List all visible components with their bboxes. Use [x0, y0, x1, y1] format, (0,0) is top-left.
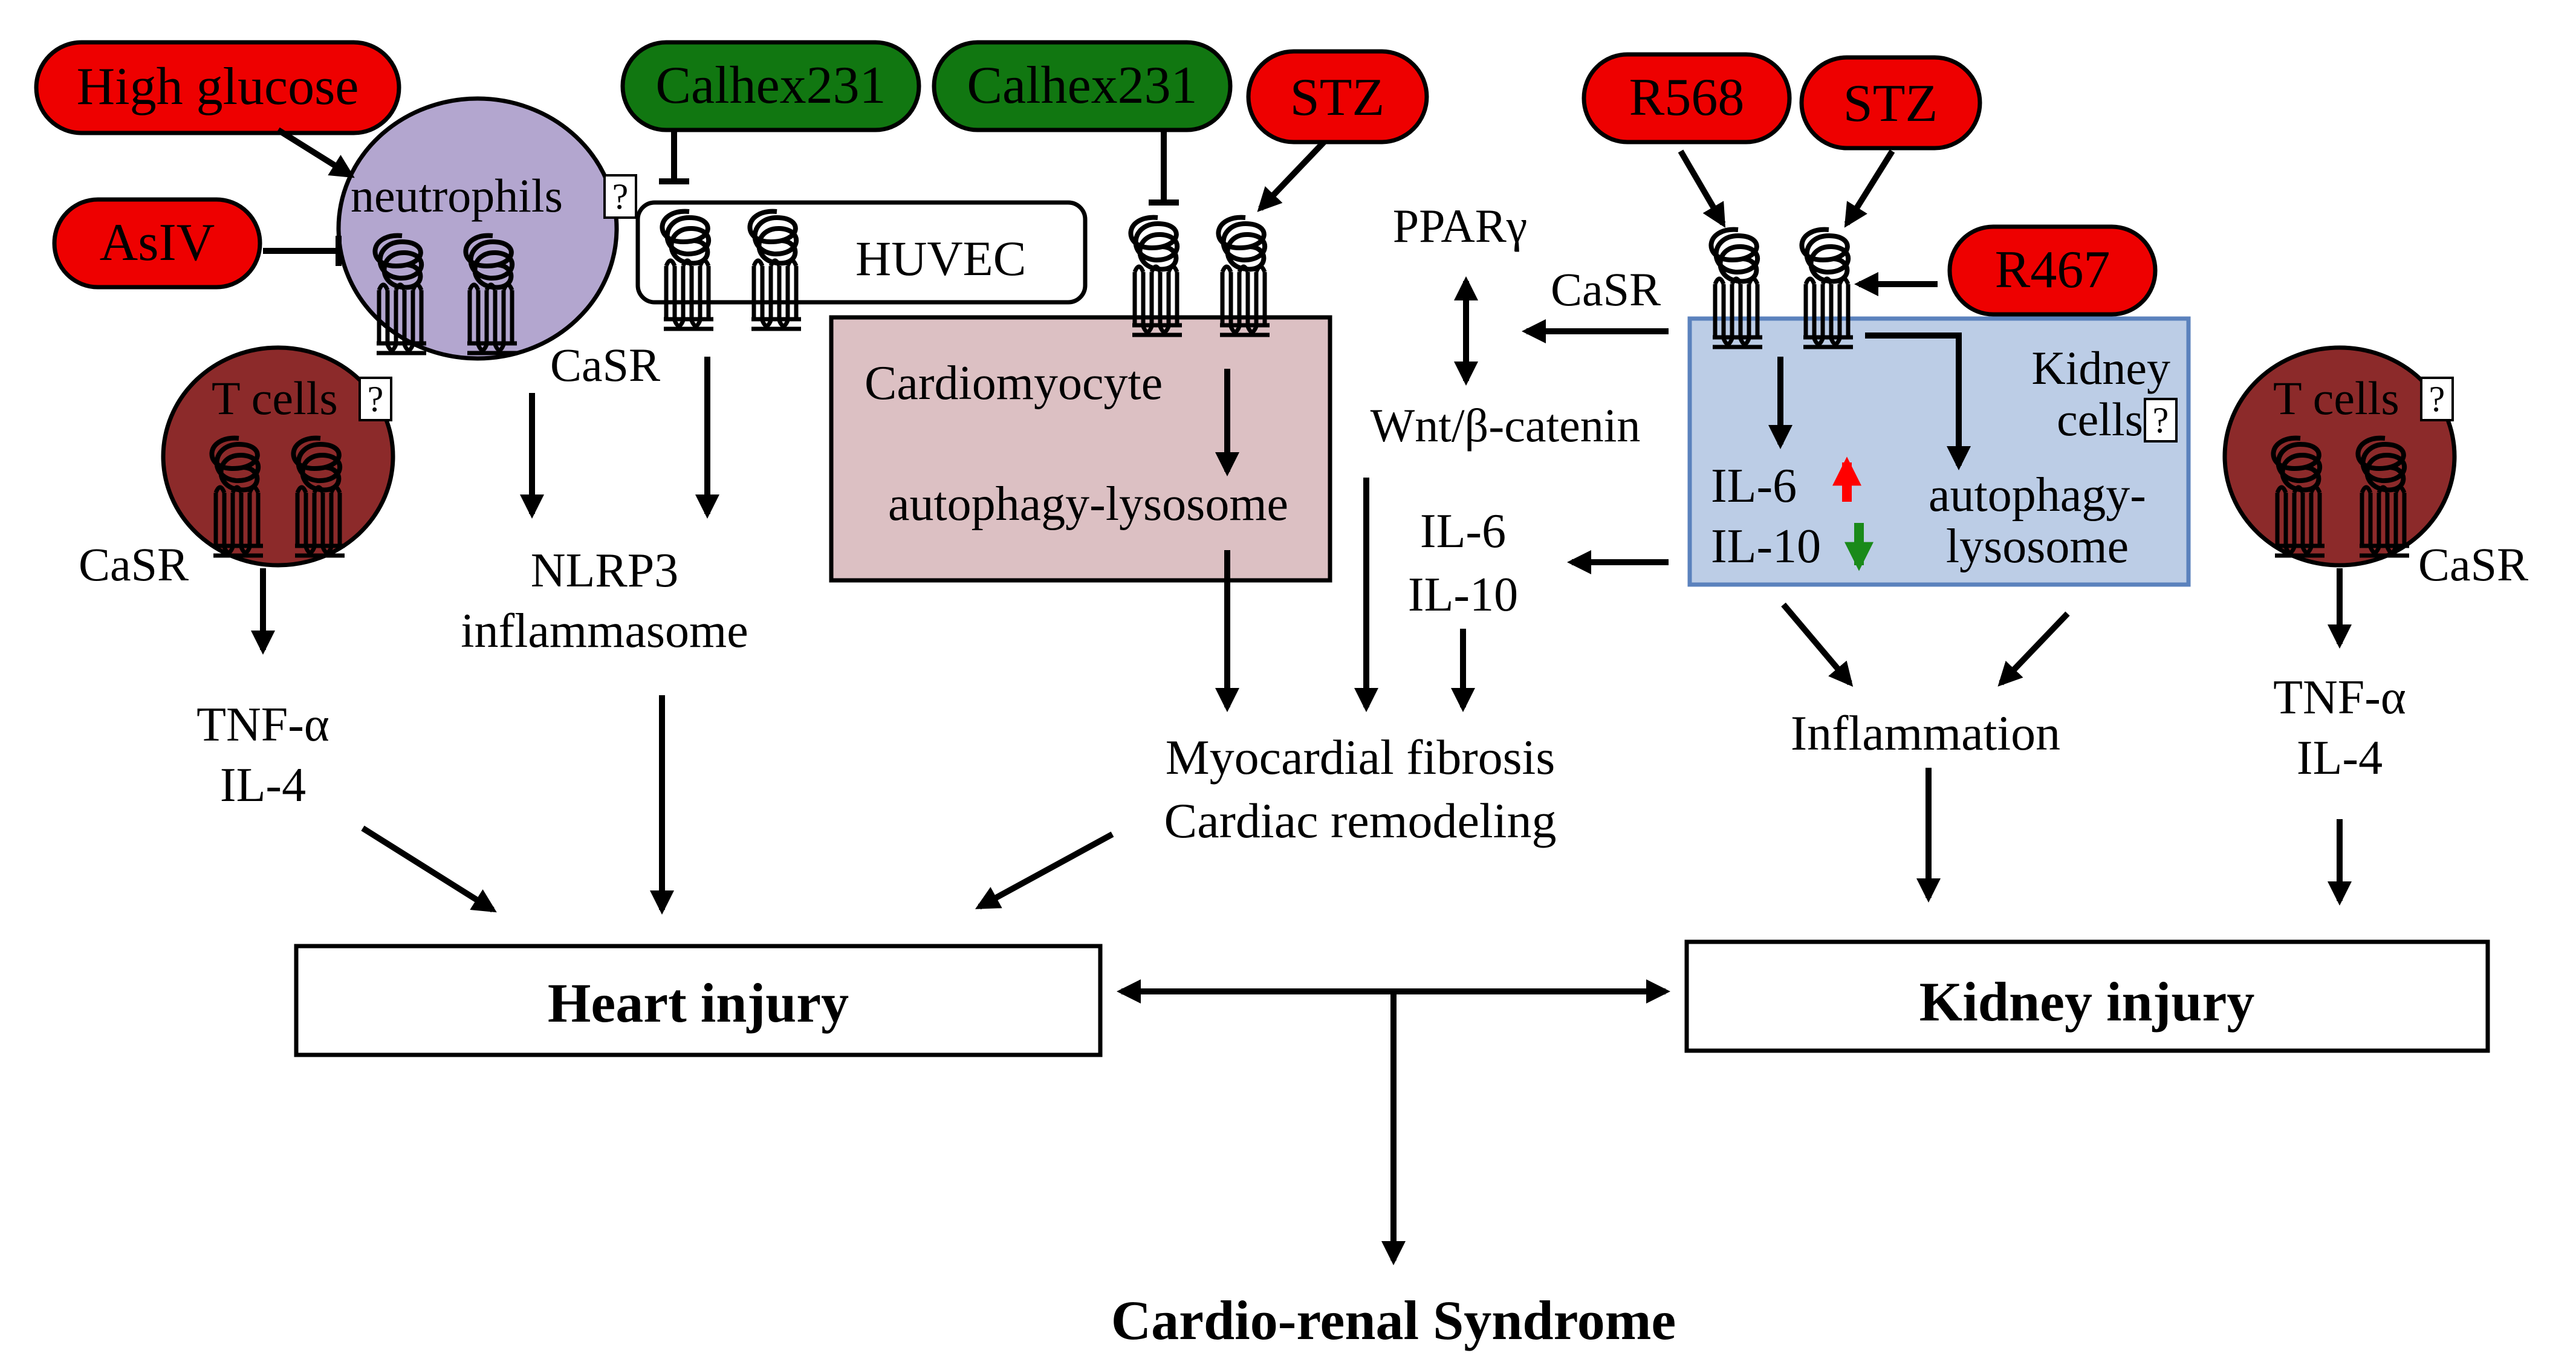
casr-t-right-label: CaSR: [2418, 538, 2528, 591]
nlrp3-label: NLRP3: [531, 544, 679, 597]
ppar-label: PPARγ: [1393, 199, 1527, 252]
autophagy-cardio-label: autophagy-lysosome: [888, 478, 1288, 531]
t-cell-left: [161, 345, 395, 568]
calhex231-left-pill: Calhex231: [620, 40, 921, 132]
inflammasome-label: inflammasome: [461, 605, 748, 658]
t-cells-right-unknown-badge: ?: [2420, 377, 2454, 421]
svg-text:Calhex231: Calhex231: [967, 56, 1197, 115]
wnt-label: Wnt/β-catenin: [1371, 399, 1641, 452]
svg-text:High glucose: High glucose: [77, 57, 359, 116]
neutrophils-unknown-badge: ?: [603, 174, 637, 219]
svg-text:STZ: STZ: [1290, 68, 1384, 127]
svg-text:?: ?: [2153, 400, 2169, 440]
svg-text:?: ?: [368, 379, 384, 419]
casr-t-left-label: CaSR: [79, 538, 189, 591]
cardio-renal-syndrome-label: Cardio-renal Syndrome: [1111, 1289, 1676, 1351]
il6-kidney-label: IL-6: [1711, 459, 1797, 513]
glucose-to-neutrophil-arrow: [276, 127, 355, 178]
kidney-injury-box: Kidney injury: [1684, 939, 2490, 1053]
casr-kidney-label: CaSR: [1551, 263, 1661, 316]
autophagy-kidney-label: autophagy-: [1929, 469, 2146, 522]
stz-to-kidney-arrow: [1844, 149, 1895, 228]
il10-kidney-label: IL-10: [1711, 520, 1821, 573]
il-to-inflammation-arrow: [1781, 602, 1854, 687]
casr-neutrophil-label: CaSR: [550, 339, 660, 391]
stz-right-pill: STZ: [1799, 55, 1982, 151]
r467-pill: R467: [1947, 224, 2158, 317]
inflammation-label: Inflammation: [1791, 705, 2060, 760]
svg-text:Heart injury: Heart injury: [548, 972, 849, 1034]
t-cells-left-unknown-badge: ?: [358, 377, 392, 421]
stz-to-cardio-arrow: [1257, 140, 1326, 212]
casr-to-kidney-autophagy-arrow: [1865, 332, 1971, 470]
t-cells-right-label: T cells: [2273, 372, 2399, 424]
tnf-left-to-heart-arrow: [361, 825, 497, 913]
tnf-right-label: TNF-α: [2273, 671, 2406, 724]
r568-pill: R568: [1582, 52, 1792, 144]
il6-mid-label: IL-6: [1420, 505, 1506, 558]
t-cells-left-label: T cells: [212, 372, 338, 424]
asiv-pill: AsIV: [52, 197, 262, 290]
kidney-cells-box: [1687, 316, 2191, 587]
high-glucose-pill: High glucose: [34, 40, 401, 135]
neutrophil-cell: [336, 96, 619, 361]
huvec-label: HUVEC: [855, 231, 1026, 286]
svg-text:?: ?: [2429, 379, 2445, 419]
cardiac-remodeling-label: Cardiac remodeling: [1164, 793, 1557, 848]
r568-to-casr-arrow: [1678, 149, 1726, 228]
cardiomyocyte-label: Cardiomyocyte: [865, 357, 1163, 410]
svg-text:STZ: STZ: [1843, 74, 1938, 133]
cardiomyocyte-box: [829, 315, 1332, 583]
heart-injury-box: Heart injury: [294, 944, 1103, 1057]
myocardial-fibrosis-label: Myocardial fibrosis: [1166, 730, 1555, 785]
svg-text:Calhex231: Calhex231: [655, 56, 886, 115]
calhex231-mid-pill: Calhex231: [932, 40, 1233, 132]
svg-text:Kidney injury: Kidney injury: [1919, 971, 2255, 1033]
fibrosis-to-heart-arrow: [975, 831, 1114, 910]
svg-text:AsIV: AsIV: [100, 213, 215, 272]
svg-text:R568: R568: [1629, 68, 1745, 127]
stz-mid-pill: STZ: [1246, 49, 1429, 144]
il4-left-label: IL-4: [220, 759, 306, 812]
il4-right-label: IL-4: [2297, 731, 2383, 785]
svg-text:R467: R467: [1995, 241, 2110, 299]
kidney-cells-label-2: cells: [2057, 393, 2143, 446]
tnf-left-label: TNF-α: [196, 698, 329, 751]
lysosome-kidney-label: lysosome: [1946, 520, 2129, 573]
autophagy-to-inflammation-arrow: [1997, 611, 2070, 687]
neutrophils-label: neutrophils: [351, 169, 563, 222]
kidney-cells-label: Kidney: [2031, 342, 2170, 394]
il10-mid-label: IL-10: [1408, 568, 1518, 621]
kidney-cells-unknown-badge: ?: [2144, 398, 2178, 443]
svg-text:?: ?: [612, 177, 629, 216]
